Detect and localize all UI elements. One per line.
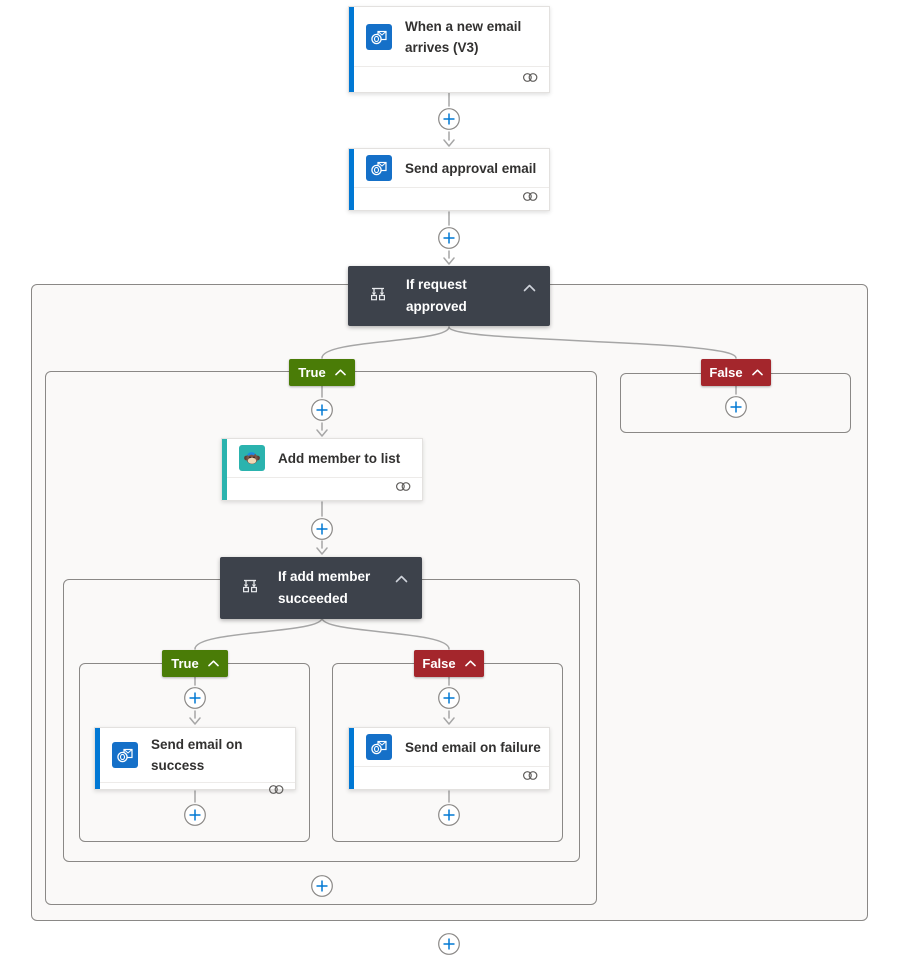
- false-branch-badge-outer[interactable]: False: [701, 359, 771, 386]
- add-action-button-false-branch[interactable]: [725, 396, 747, 418]
- card-title: Send email on success: [151, 737, 243, 773]
- card-title: If request approved: [406, 277, 467, 314]
- connection-link-icon: [268, 783, 285, 801]
- outlook-icon: [366, 155, 392, 181]
- true-branch-badge-inner[interactable]: True: [162, 650, 228, 677]
- connection-link-icon: [522, 190, 539, 208]
- collapse-chevron-icon: [464, 660, 476, 667]
- card-title: If add member succeeded: [278, 569, 371, 606]
- insert-action-button[interactable]: [311, 399, 333, 421]
- badge-label: True: [298, 365, 326, 380]
- true-branch-badge-outer[interactable]: True: [289, 359, 355, 386]
- action-card-send-approval-email[interactable]: Send approval email: [348, 148, 550, 211]
- connection-link-icon: [522, 71, 539, 89]
- outlook-icon: [112, 742, 138, 768]
- insert-step-button[interactable]: [438, 108, 460, 130]
- card-accent-bar: [349, 7, 354, 92]
- connection-link-icon: [522, 769, 539, 787]
- insert-step-button[interactable]: [438, 227, 460, 249]
- condition-card-if-request-approved[interactable]: If request approved: [348, 266, 550, 326]
- card-accent-bar: [349, 149, 354, 210]
- action-card-send-email-on-failure[interactable]: Send email on failure: [348, 727, 550, 790]
- outlook-icon: [366, 23, 392, 50]
- action-card-add-member-to-list[interactable]: Add member to list: [221, 438, 423, 501]
- card-title: Send email on failure: [405, 739, 541, 755]
- false-branch-badge-inner[interactable]: False: [414, 650, 484, 677]
- badge-label: False: [422, 656, 456, 671]
- card-title: When a new email arrives (V3): [405, 18, 522, 55]
- card-title: Send approval email: [405, 160, 537, 176]
- add-action-button[interactable]: [311, 875, 333, 897]
- outlook-icon: [366, 734, 392, 760]
- action-card-send-email-on-success[interactable]: Send email on success: [94, 727, 296, 794]
- card-accent-bar: [222, 439, 227, 500]
- card-title: Add member to list: [278, 450, 401, 466]
- card-accent-bar: [349, 728, 354, 789]
- badge-label: True: [171, 656, 199, 671]
- insert-action-button[interactable]: [438, 687, 460, 709]
- mailchimp-icon: [239, 445, 265, 471]
- insert-action-button[interactable]: [184, 687, 206, 709]
- collapse-chevron-icon: [207, 660, 219, 667]
- add-action-button[interactable]: [184, 804, 206, 826]
- card-accent-bar: [95, 728, 100, 789]
- connection-link-icon: [395, 480, 412, 498]
- add-action-button[interactable]: [438, 933, 460, 955]
- collapse-chevron-icon[interactable]: [395, 570, 408, 588]
- collapse-chevron-icon[interactable]: [523, 279, 536, 297]
- collapse-chevron-icon: [334, 369, 346, 376]
- insert-step-button[interactable]: [311, 518, 333, 540]
- collapse-chevron-icon: [751, 369, 763, 376]
- condition-icon: [369, 286, 387, 307]
- badge-label: False: [709, 365, 743, 380]
- condition-icon: [241, 578, 259, 599]
- condition-card-if-add-member-succeeded[interactable]: If add member succeeded: [220, 557, 422, 619]
- add-action-button[interactable]: [438, 804, 460, 826]
- trigger-card-when-new-email-arrives[interactable]: When a new email arrives (V3): [348, 6, 550, 93]
